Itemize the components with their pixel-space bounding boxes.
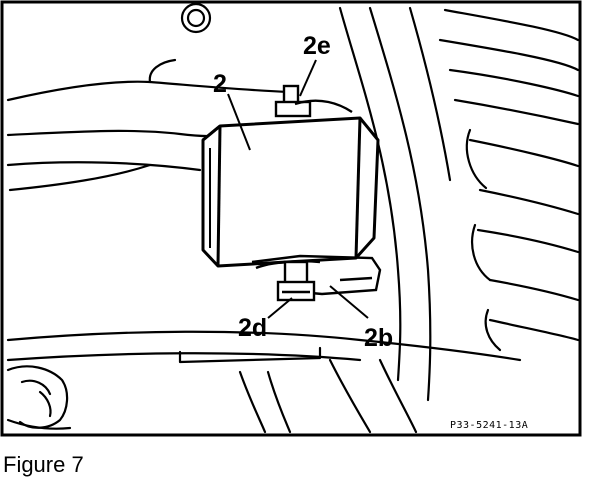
module-box-2 xyxy=(201,116,380,268)
label-nut-2d: 2d xyxy=(238,314,267,342)
leader-lines xyxy=(227,59,369,319)
label-bracket-2b: 2b xyxy=(364,324,393,352)
label-stud-2e: 2e xyxy=(303,32,331,60)
figure-caption: Figure 7 xyxy=(3,452,84,477)
stud-2e xyxy=(274,84,353,118)
figure-border xyxy=(0,0,582,437)
background-linework xyxy=(6,2,580,434)
reference-code: P33-5241-13A xyxy=(450,420,528,431)
label-part-2: 2 xyxy=(213,70,227,98)
nut-2d xyxy=(276,260,316,302)
